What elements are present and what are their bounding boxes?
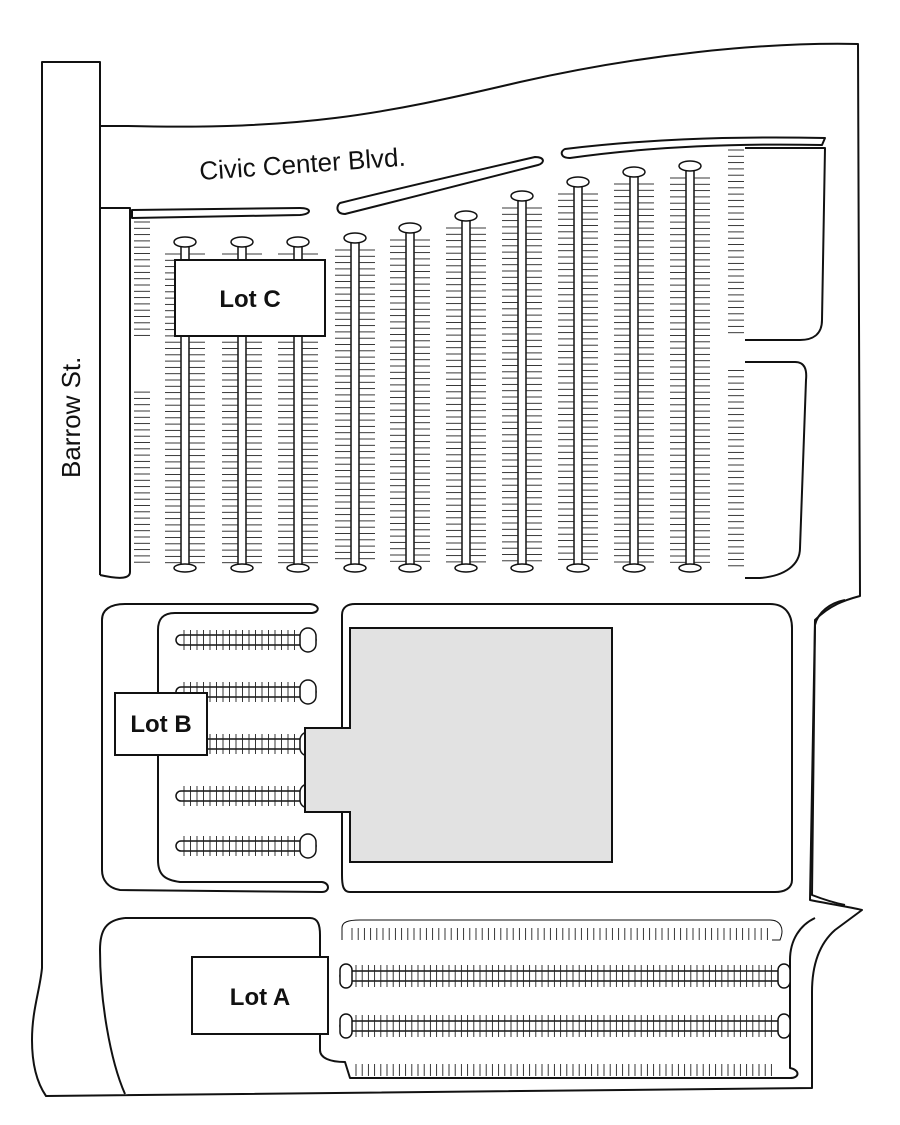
lot-b-boundary xyxy=(101,603,329,893)
lot-a-label: Lot A xyxy=(230,984,290,1011)
barrow-street-outline xyxy=(31,42,863,1097)
barrow-street-label: Barrow St. xyxy=(56,357,86,478)
lot-c-east-boundary xyxy=(745,147,826,341)
civic-center-blvd-label: Civic Center Blvd. xyxy=(198,142,406,186)
lot-b-strip-cap xyxy=(299,679,317,705)
lot-a-west-edge xyxy=(99,917,126,1095)
lot-a-strip-cap xyxy=(777,1013,791,1039)
lot-c-median-cap xyxy=(230,563,254,573)
lot-c-median-cap xyxy=(398,563,422,573)
lot-c-median-cap xyxy=(622,166,646,178)
lot-c-median-cap xyxy=(286,236,310,248)
lot-c-median-cap xyxy=(286,563,310,573)
lot-c-label-box xyxy=(174,259,326,337)
lot-c-boundary xyxy=(99,207,131,579)
lot-b-label-box xyxy=(114,692,208,756)
east-road-inner-edge xyxy=(811,599,846,906)
lot-a-strip xyxy=(339,970,791,982)
lot-a-top-strip xyxy=(341,919,783,941)
lot-c-median-cap xyxy=(566,176,590,188)
lot-c-median xyxy=(461,215,471,569)
lot-c-median xyxy=(629,171,639,569)
lot-c-median-cap xyxy=(230,236,254,248)
lot-c-median xyxy=(405,227,415,569)
lot-c-median-cap xyxy=(343,232,367,244)
lot-b-label: Lot B xyxy=(130,711,191,738)
building xyxy=(304,627,613,863)
lot-a-boundary xyxy=(125,917,816,1079)
lot-c-parking-rows xyxy=(134,149,744,573)
lot-c-median-cap xyxy=(678,160,702,172)
median-island-1 xyxy=(131,207,310,219)
median-island-3 xyxy=(560,136,826,159)
lot-a-label-box xyxy=(191,956,329,1035)
lot-c-east-lower xyxy=(745,361,808,579)
lot-c-median-cap xyxy=(173,563,197,573)
lot-a-strip-cap xyxy=(339,963,353,989)
lot-c-median-cap xyxy=(343,563,367,573)
lot-c-median xyxy=(517,195,527,569)
lot-c-median-cap xyxy=(622,563,646,573)
lot-c-median-cap xyxy=(173,236,197,248)
center-block-boundary xyxy=(341,603,793,893)
lot-c-median xyxy=(573,181,583,569)
lot-b-strip-cap xyxy=(299,833,317,859)
lot-a-strip-cap xyxy=(777,963,791,989)
lot-a-strip-cap xyxy=(339,1013,353,1039)
lot-b-strip-cap xyxy=(299,627,317,653)
median-island-2 xyxy=(336,156,544,215)
lot-c-median-cap xyxy=(510,563,534,573)
lot-c-median-cap xyxy=(566,563,590,573)
lot-c-median-cap xyxy=(678,563,702,573)
lot-c-median-cap xyxy=(454,563,478,573)
lot-c-median xyxy=(350,237,360,569)
lot-c-median-cap xyxy=(510,190,534,202)
lot-c-median-cap xyxy=(398,222,422,234)
lot-c-median xyxy=(685,165,695,569)
lot-c-median-cap xyxy=(454,210,478,222)
lot-c-label: Lot C xyxy=(219,286,280,313)
lot-a-parking-rows xyxy=(339,919,791,1076)
lot-a-strip xyxy=(339,1020,791,1032)
